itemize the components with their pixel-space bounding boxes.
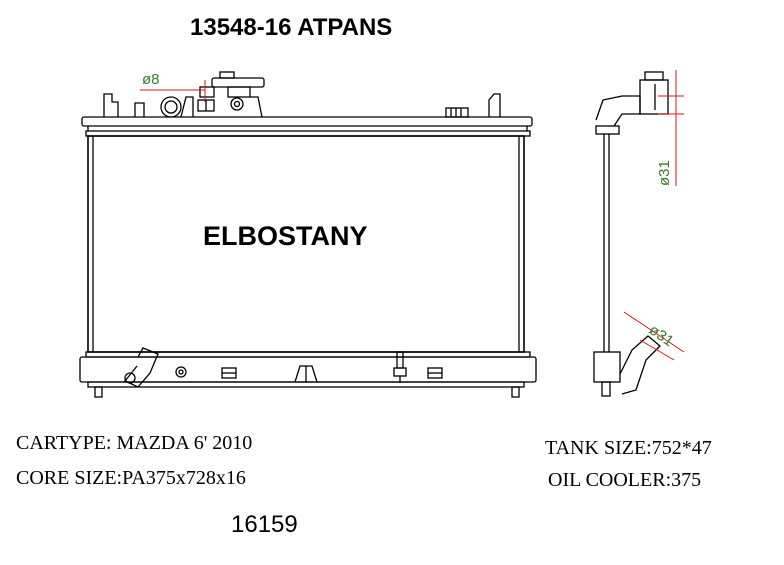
radiator-front-view — [79, 71, 537, 398]
lower-hose-outlet — [123, 347, 159, 388]
drawing-title: 13548-16 ATPANS — [190, 14, 393, 41]
core-size-spec: CORE SIZE:PA375x728x16 — [16, 467, 246, 489]
dimension-lines — [140, 70, 685, 361]
car-type-spec: CARTYPE: MAZDA 6' 2010 — [16, 432, 253, 454]
inlet-diameter-label: ø8 — [142, 71, 160, 88]
brand-label: ELBOSTANY — [203, 221, 368, 251]
part-number: 16159 — [231, 511, 298, 538]
filler-cap — [199, 71, 265, 118]
oil-cooler-spec: OIL COOLER:375 — [548, 469, 702, 491]
drain-plug — [175, 366, 187, 378]
upper-hose-inlet — [134, 96, 194, 118]
tank-size-spec: TANK SIZE:752*47 — [545, 437, 712, 459]
side-top-diameter-label: ø31 — [656, 160, 673, 186]
radiator-side-view — [593, 71, 669, 397]
